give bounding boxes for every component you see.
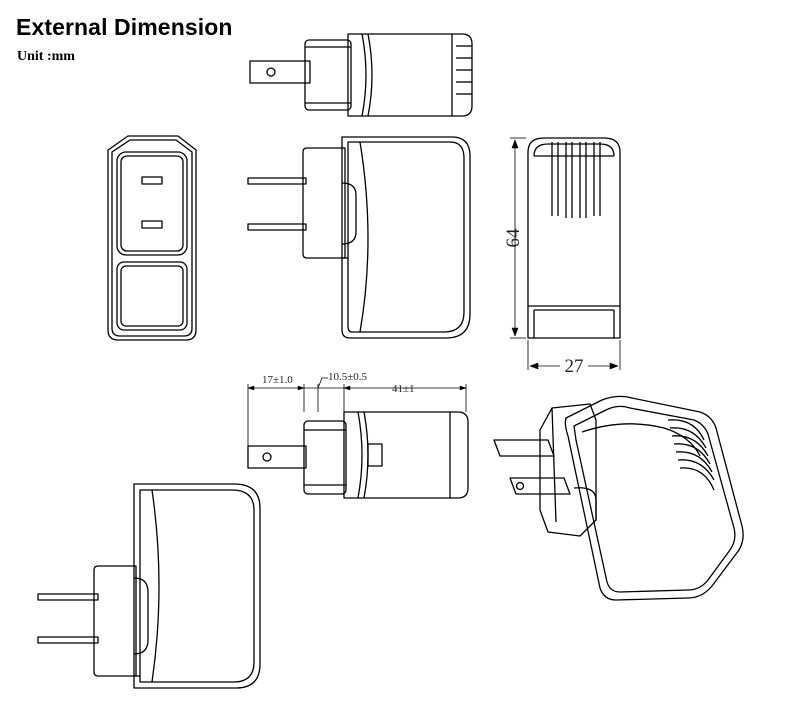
side-view-plug-base bbox=[302, 147, 346, 259]
top-view-body bbox=[347, 33, 473, 117]
page-title: External Dimension bbox=[16, 14, 233, 40]
plan-view-latch bbox=[367, 443, 383, 467]
top-view-prong-hole bbox=[266, 67, 276, 77]
plan-view-plug-base bbox=[303, 420, 347, 495]
side-view-prong-bottom bbox=[247, 223, 307, 231]
iso-prong-top bbox=[493, 439, 555, 457]
large-view-prong-bottom bbox=[37, 636, 99, 644]
front-view-slot-top bbox=[141, 176, 163, 185]
top-view-prong bbox=[249, 60, 311, 84]
dim-gap-label: 10.5±0.5 bbox=[328, 371, 368, 383]
dim-height-label: 64 bbox=[503, 228, 524, 248]
plan-view-prong bbox=[247, 445, 307, 469]
top-view bbox=[249, 33, 473, 117]
plan-view-body bbox=[343, 411, 469, 499]
unit-label: Unit :mm bbox=[17, 49, 75, 64]
large-view-plug-base bbox=[93, 565, 137, 677]
front-view-slot-bottom bbox=[141, 220, 163, 229]
back-view-outline bbox=[527, 137, 621, 339]
dim-prong-length-label: 17±1.0 bbox=[262, 374, 293, 386]
back-view bbox=[510, 137, 621, 370]
front-view-label-panel bbox=[116, 261, 188, 331]
large-view-body bbox=[133, 483, 261, 689]
iso-plug-base bbox=[539, 403, 597, 537]
side-view bbox=[247, 136, 471, 339]
isometric-view bbox=[493, 395, 744, 601]
large-side-view bbox=[37, 483, 261, 689]
iso-body bbox=[564, 395, 744, 601]
dim-depth-label: 27 bbox=[565, 356, 584, 377]
dimensioned-view bbox=[247, 377, 469, 499]
plan-view-prong-hole bbox=[262, 452, 272, 462]
large-view-prong-top bbox=[37, 593, 99, 601]
front-view-outline bbox=[107, 135, 197, 341]
front-view bbox=[107, 135, 197, 341]
iso-prong-bottom bbox=[509, 477, 571, 495]
side-view-prong-top bbox=[247, 177, 307, 185]
front-view-socket bbox=[116, 151, 188, 256]
side-view-body bbox=[341, 136, 471, 339]
top-view-plug-base bbox=[304, 39, 352, 111]
dim-body-width-label: 41±1 bbox=[392, 383, 415, 395]
